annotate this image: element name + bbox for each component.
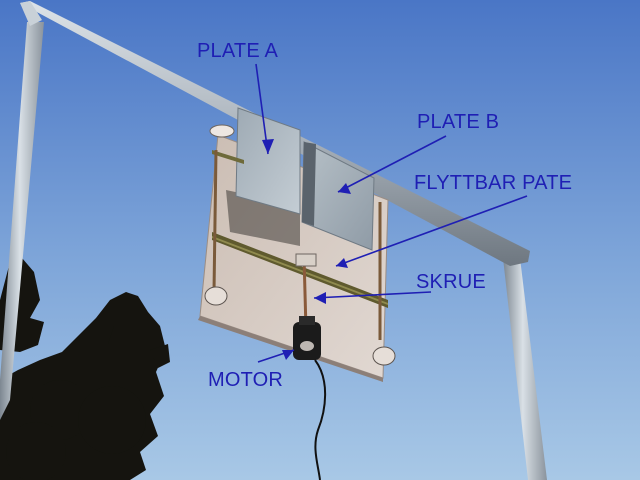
label-skrue: SKRUE bbox=[416, 271, 486, 293]
label-flyttbar-pate: FLYTTBAR PATE bbox=[414, 172, 573, 194]
label-plate-b: PLATE B bbox=[417, 111, 500, 133]
label-plate-a: PLATE A bbox=[197, 40, 279, 62]
tree bbox=[0, 258, 170, 480]
label-motor: MOTOR bbox=[208, 369, 284, 391]
